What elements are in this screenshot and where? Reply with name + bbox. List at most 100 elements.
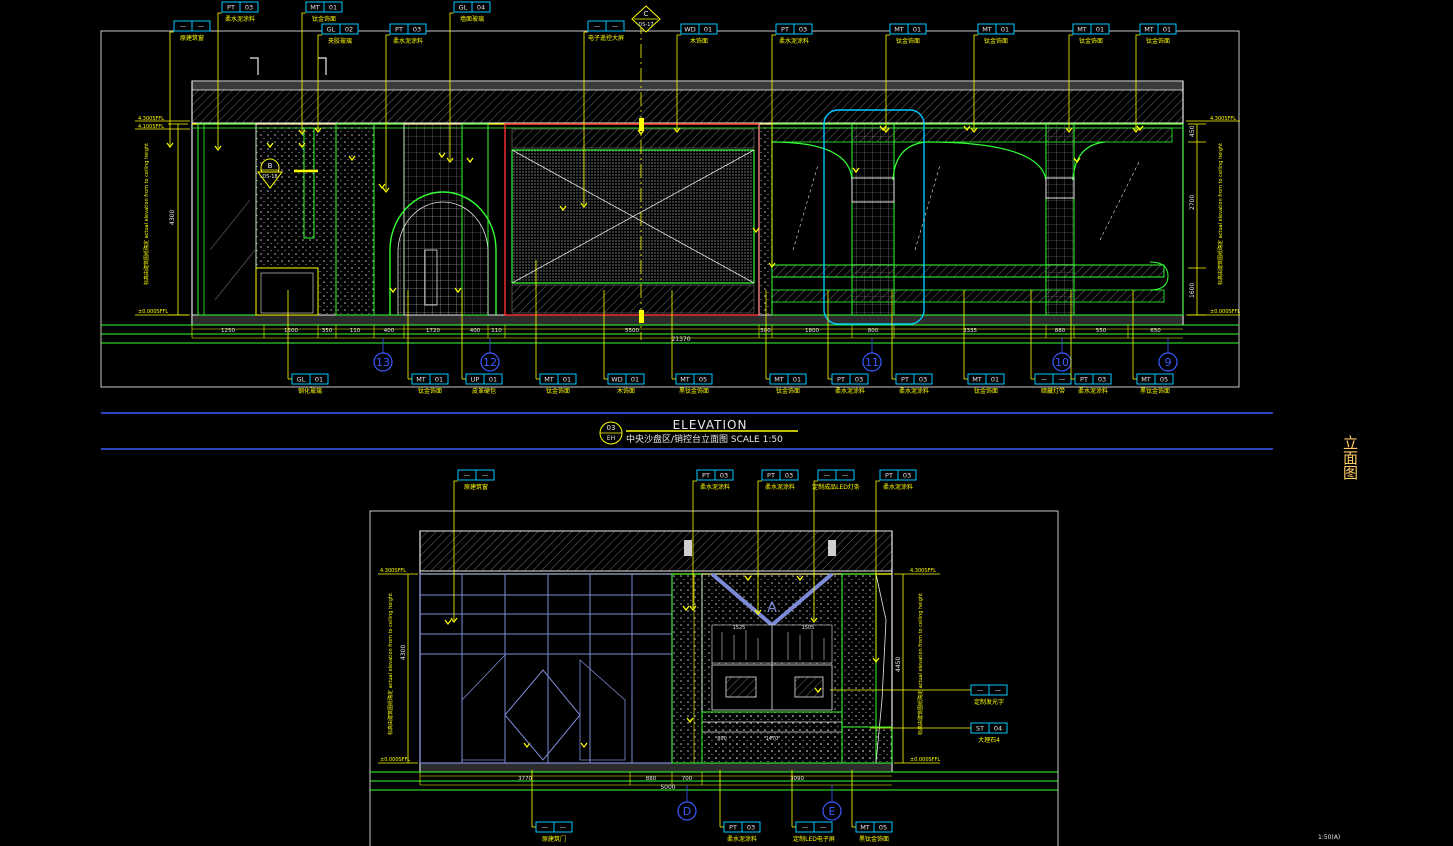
tag-code: WD — [611, 376, 622, 384]
svg-text:DS-17: DS-17 — [638, 22, 653, 28]
tag-number: 04 — [477, 4, 485, 12]
top-dimension-1: 1250 — [221, 328, 235, 334]
tag-number: — — [560, 824, 567, 832]
tag-number: 03 — [855, 376, 863, 384]
bottom-total-dimension: 5000 — [660, 784, 675, 791]
top-level-right-2: ±0.000SFFL — [1210, 309, 1240, 315]
top-tag-1: ——原建筑窗 — [166, 20, 211, 148]
top-elevation: 4.300SFFL 4.100SFFL ±0.000SFFL 4.300SFFL… — [100, 1, 1240, 395]
bottom-sheet-frame — [369, 510, 1059, 846]
section-mark-c: C DS-17 — [631, 5, 661, 33]
tag-number: — — [1059, 376, 1066, 384]
tag-number: 03 — [245, 4, 253, 12]
tag-note: 原建筑门 — [542, 835, 566, 843]
bottom-level-left-1: 4.300SFFL — [380, 568, 406, 574]
svg-text:C: C — [644, 10, 649, 18]
tag-code: MT — [894, 26, 904, 34]
tag-note: 黑钛金饰面 — [859, 835, 889, 843]
tag-code: MT — [982, 26, 992, 34]
tag-note: 柔水泥涂料 — [225, 15, 255, 23]
top-level-left-2: 4.100SFFL — [138, 124, 164, 130]
tag-note: 定制发光字 — [974, 698, 1004, 706]
tag-note: 定制成品LED灯条 — [812, 483, 860, 491]
tag-note: 柔水泥涂料 — [779, 37, 809, 45]
tag-number: 03 — [1098, 376, 1106, 384]
tag-code: PT — [901, 376, 909, 384]
tag-code: — — [542, 824, 549, 832]
tag-code: GL — [459, 4, 468, 12]
tag-number: 01 — [315, 376, 323, 384]
bottom-dimension-3: 700 — [682, 776, 693, 782]
tag-code: — — [977, 687, 984, 695]
top-dimension-8: 110 — [491, 328, 502, 334]
bottom-marker: A — [767, 600, 777, 616]
svg-text:11: 11 — [865, 356, 879, 369]
tag-number: — — [820, 824, 827, 832]
side-tag-1: ——定制发光字 — [830, 684, 1008, 706]
top-level-right-1: 4.300SFFL — [1210, 116, 1236, 122]
tag-note: 暗藏灯带 — [1041, 387, 1065, 395]
top-dimension-16: 650 — [1150, 328, 1161, 334]
top-dimension-7: 400 — [470, 328, 481, 334]
tag-code: — — [464, 472, 471, 480]
bottom-floor-slab — [419, 762, 893, 773]
tag-code: — — [180, 23, 187, 31]
tag-number: 01 — [704, 26, 712, 34]
bottom-ceiling-slab — [419, 530, 893, 572]
tag-code: PT — [702, 472, 710, 480]
top-height-right-3: 450 — [1189, 125, 1196, 137]
tag-number: — — [842, 472, 849, 480]
tag-note: 黑钛金饰面 — [679, 387, 709, 395]
tag-note: 钛金饰面 — [974, 387, 998, 395]
tag-code: GL — [297, 376, 306, 384]
tag-number: 05 — [1160, 376, 1168, 384]
tag-note: 电子遥控大屏 — [588, 34, 624, 42]
tag-code: WD — [684, 26, 695, 34]
tag-note: 柔水泥涂料 — [1078, 387, 1108, 395]
title-sheet-ref: EH — [607, 435, 615, 442]
tag-note: 黑钛金饰面 — [1140, 387, 1170, 395]
tag-note: 夹胶玻璃 — [328, 37, 352, 45]
axis-bubble-11: 11 — [862, 338, 882, 372]
tag-code: MT — [774, 376, 784, 384]
tag-code: UP — [471, 376, 480, 384]
bottom-height-right: 4450 — [895, 657, 902, 672]
top-level-left-1: 4.300SFFL — [138, 116, 164, 122]
tag-note: 钛金饰面 — [896, 37, 920, 45]
tag-note: 大理石4 — [978, 736, 1000, 744]
tag-code: MT — [860, 824, 870, 832]
title-caption: 中央沙盘区/销控台立面图 SCALE 1:50 — [626, 433, 783, 445]
top-dimension-14: 880 — [1055, 328, 1066, 334]
bottom-lower-tag-1: — — 原建筑门 — [531, 770, 573, 843]
bottom-inner-dim-1: 1525 — [733, 625, 746, 631]
top-tag-7: ——电子遥控大屏 — [580, 20, 625, 208]
tag-code: MT — [416, 376, 426, 384]
tag-note: 钛金饰面 — [776, 387, 800, 395]
section-mark-b: B DS-18 — [257, 158, 283, 189]
tag-number: — — [198, 23, 205, 31]
bottom-dimension-4: 3090 — [790, 776, 804, 782]
top-column-2 — [1045, 123, 1075, 316]
top-column-1 — [851, 123, 895, 316]
tag-note: 钛金饰面 — [418, 387, 442, 395]
top-dimension-6: 1720 — [426, 328, 440, 334]
